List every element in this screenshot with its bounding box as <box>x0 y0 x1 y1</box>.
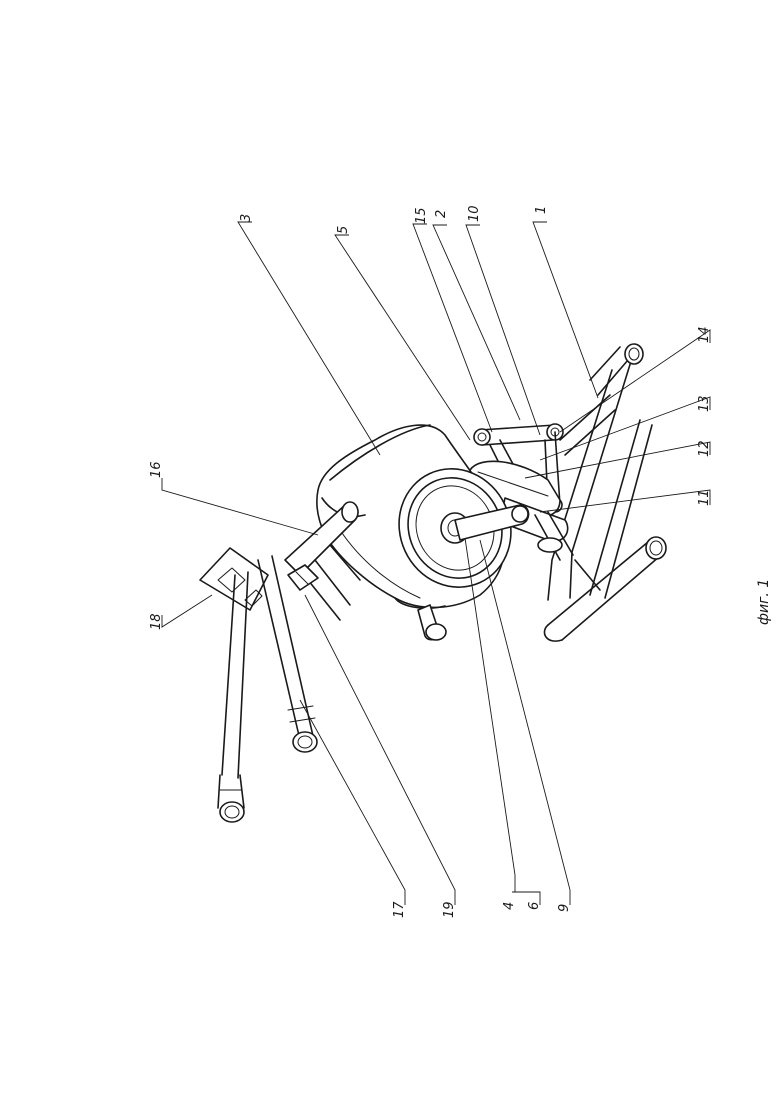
label-18: 18 <box>149 613 164 630</box>
label-11: 11 <box>697 489 712 506</box>
label-10: 10 <box>467 205 482 222</box>
label-13: 13 <box>697 395 712 412</box>
exercise-machine-drawing <box>200 344 666 822</box>
label-4: 4 <box>502 902 517 910</box>
base-frame <box>544 344 666 641</box>
label-12: 12 <box>697 440 712 457</box>
label-5: 5 <box>336 226 351 234</box>
label-17: 17 <box>392 901 407 918</box>
label-15: 15 <box>414 207 429 224</box>
label-3: 3 <box>239 214 254 222</box>
label-6: 6 <box>527 902 542 910</box>
label-2: 2 <box>434 210 449 218</box>
label-1: 1 <box>534 206 549 214</box>
label-9: 9 <box>557 904 572 912</box>
front-foot <box>418 605 446 640</box>
handlebars <box>218 556 317 822</box>
figure-caption: фиг. 1 <box>756 579 772 625</box>
label-19: 19 <box>442 901 457 918</box>
label-16: 16 <box>149 461 164 478</box>
label-14: 14 <box>697 326 712 343</box>
